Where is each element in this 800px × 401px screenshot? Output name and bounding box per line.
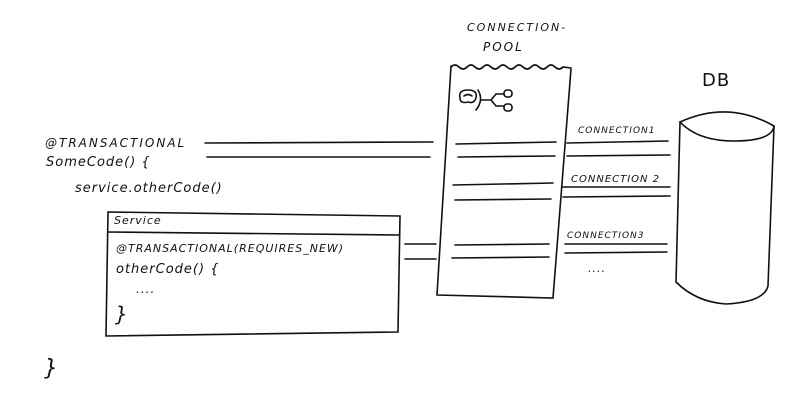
more-connections-ellipsis: .... xyxy=(588,262,606,275)
caller-service-call: service.otherCode() xyxy=(75,181,223,196)
connection-label-2: CONNECTION 2 xyxy=(571,174,661,185)
caller-annotation: @TRANSACTIONAL xyxy=(45,136,187,150)
service-box-title: Service xyxy=(114,214,162,227)
database-cylinder-icon xyxy=(675,111,775,305)
service-method-signature: otherCode() { xyxy=(116,262,220,277)
caller-closing-brace: } xyxy=(44,356,59,381)
connection-pool-box xyxy=(436,64,572,299)
caller-tx-line-1 xyxy=(204,141,434,144)
connection2-line-2 xyxy=(562,195,671,198)
connection-pool-title-line1: CONNECTION- xyxy=(467,21,568,34)
connection-label-3: CONNECTION3 xyxy=(567,231,645,241)
connection1-line-1 xyxy=(566,140,669,144)
service-annotation: @TRANSACTIONAL(REQUIRES_NEW) xyxy=(116,242,345,255)
caller-method-signature: SomeCode() { xyxy=(46,155,151,170)
connection-label-1: CONNECTION1 xyxy=(578,126,656,136)
plug-connector-icon xyxy=(458,89,513,112)
connection-pool-title-line2: POOL xyxy=(483,40,524,54)
database-label: DB xyxy=(702,70,731,91)
service-body-ellipsis: .... xyxy=(136,282,156,296)
connection1-line-2 xyxy=(566,154,671,157)
service-box-frame xyxy=(105,211,401,337)
connection3-line-2 xyxy=(564,251,668,254)
service-closing-brace: } xyxy=(115,302,129,326)
